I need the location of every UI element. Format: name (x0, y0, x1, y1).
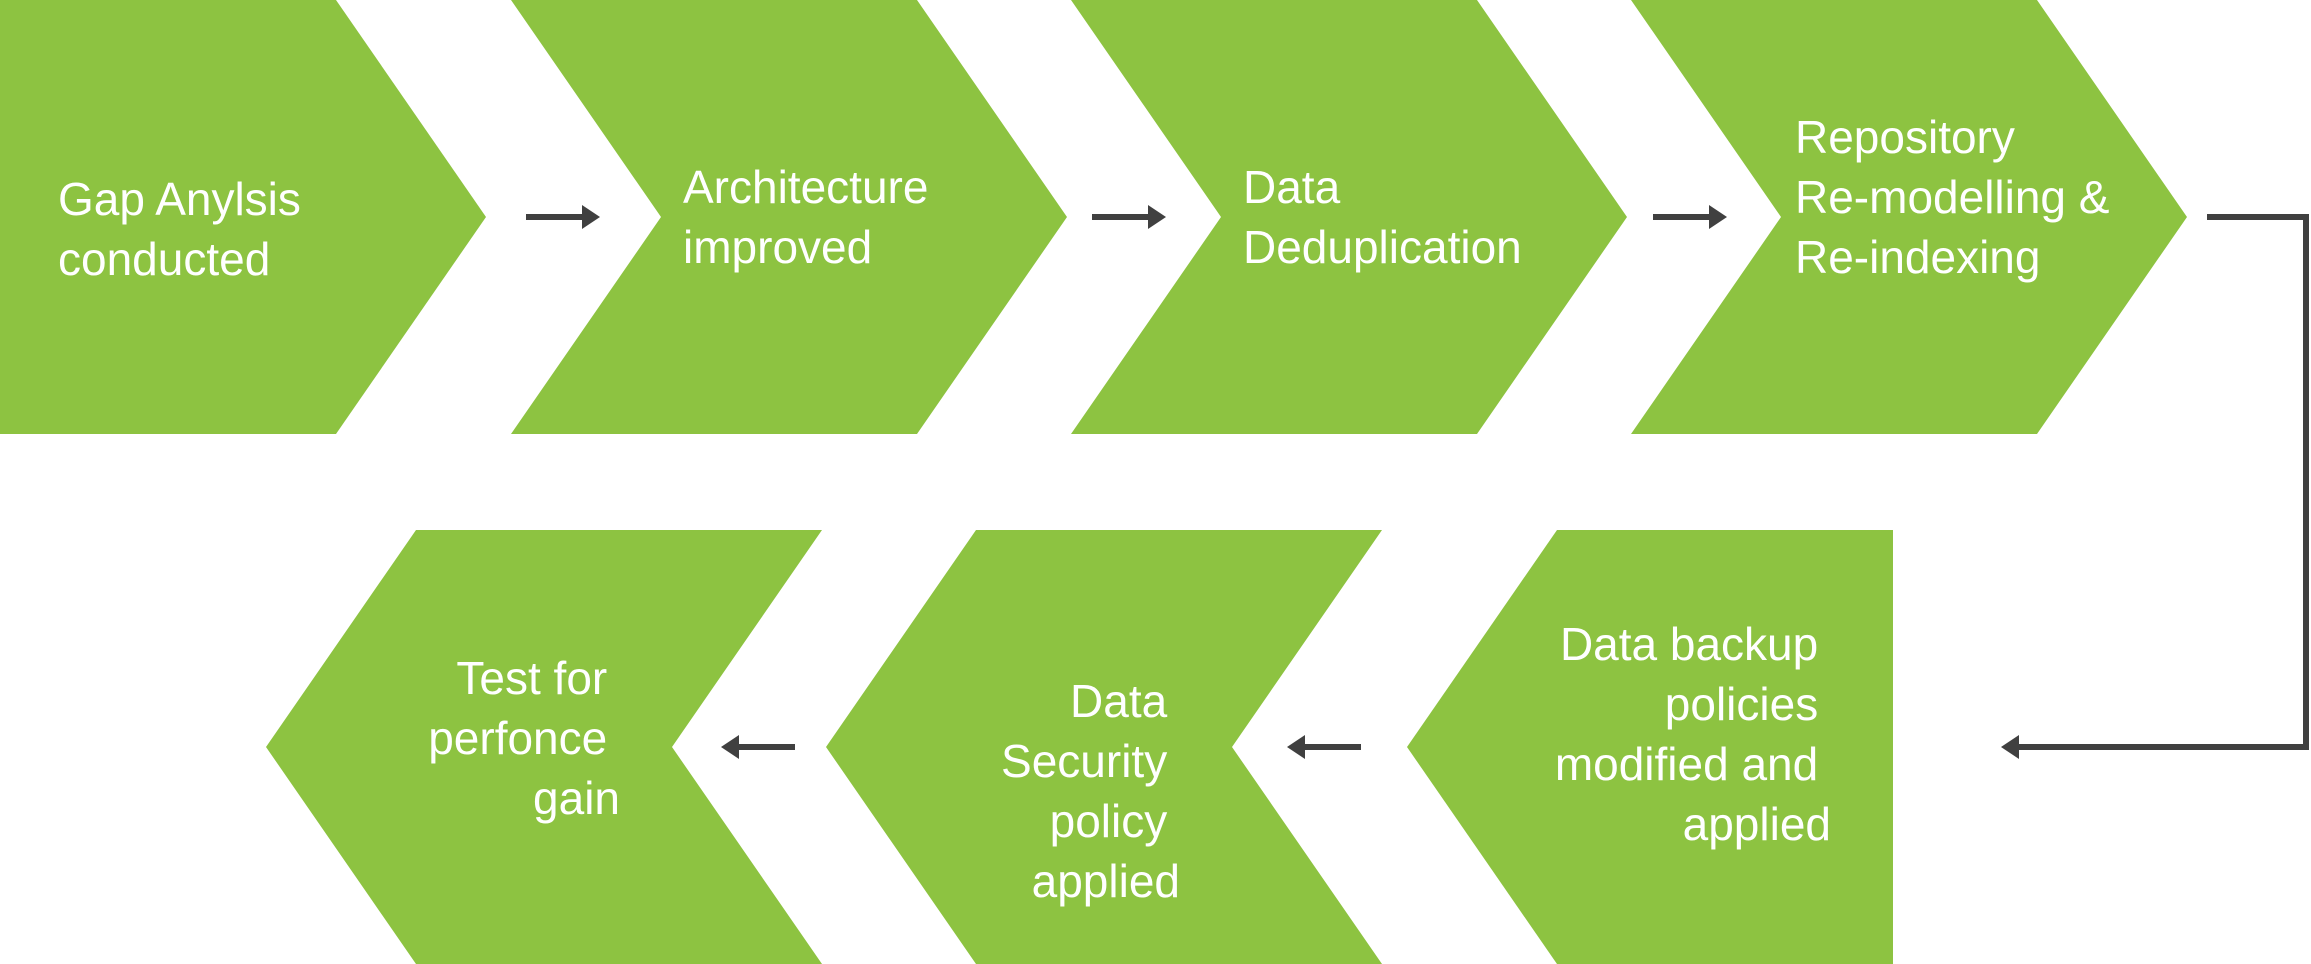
step-5-label-line-3: modified and (1555, 738, 1818, 790)
step-1-label-line-2: conducted (58, 233, 270, 285)
step-2-label: Architecture improved (683, 161, 941, 273)
step-4-label-line-1: Repository (1795, 111, 2015, 163)
step-6-label: Data Security policy applied (1001, 675, 1180, 907)
connector-4-to-5 (2001, 214, 2309, 759)
connector-1-to-2 (526, 205, 600, 229)
step-1-chevron (0, 0, 486, 434)
step-3-deduplication: Data Deduplication (1071, 0, 1627, 434)
step-5-label-line-4: applied (1683, 798, 1831, 850)
step-1-label-line-1: Gap Anylsis (58, 173, 301, 225)
step-3-label: Data Deduplication (1243, 161, 1522, 273)
step-2-architecture: Architecture improved (511, 0, 1067, 434)
connector-6-to-7 (721, 735, 795, 759)
step-3-label-line-1: Data (1243, 161, 1341, 213)
step-4-chevron (1631, 0, 2187, 434)
step-5-label: Data backup policies modified and applie… (1555, 618, 1831, 850)
step-2-chevron (511, 0, 1067, 434)
connector-6-to-7-arrowhead (721, 735, 739, 759)
step-5-chevron (1407, 530, 1893, 964)
step-6-label-line-3: policy (1050, 795, 1168, 847)
step-4-label: Repository Re-modelling & Re-indexing (1795, 111, 2122, 283)
step-1-gap-analysis: Gap Anylsis conducted (0, 0, 486, 434)
step-6-security-policy: Data Security policy applied (826, 530, 1382, 964)
step-7-label-line-1: Test for (456, 652, 607, 704)
step-7-label-line-3: gain (533, 772, 620, 824)
step-4-repository: Repository Re-modelling & Re-indexing (1631, 0, 2187, 434)
step-4-label-line-3: Re-indexing (1795, 231, 2040, 283)
connector-3-to-4 (1653, 205, 1727, 229)
step-2-label-line-2: improved (683, 221, 872, 273)
step-6-label-line-2: Security (1001, 735, 1167, 787)
step-3-label-line-2: Deduplication (1243, 221, 1522, 273)
step-4-label-line-2: Re-modelling & (1795, 171, 2109, 223)
connector-5-to-6 (1287, 735, 1361, 759)
step-7-chevron (266, 530, 822, 964)
connector-5-to-6-arrowhead (1287, 735, 1305, 759)
connector-2-to-3 (1092, 205, 1166, 229)
connector-4-to-5-arrowhead (2001, 735, 2019, 759)
step-7-label: Test for perfonce gain (428, 652, 620, 824)
step-7-performance-test: Test for perfonce gain (266, 530, 822, 964)
step-1-label: Gap Anylsis conducted (58, 173, 314, 285)
connector-3-to-4-arrowhead (1709, 205, 1727, 229)
connector-1-to-2-arrowhead (582, 205, 600, 229)
connector-2-to-3-arrowhead (1148, 205, 1166, 229)
connector-4-to-5-elbow (2017, 214, 2309, 750)
step-5-label-line-1: Data backup (1560, 618, 1818, 670)
step-3-chevron (1071, 0, 1627, 434)
step-5-backup-policies: Data backup policies modified and applie… (1407, 530, 1893, 964)
step-2-label-line-1: Architecture (683, 161, 928, 213)
step-6-chevron (826, 530, 1382, 964)
step-5-label-line-2: policies (1665, 678, 1818, 730)
step-6-label-line-4: applied (1032, 855, 1180, 907)
step-7-label-line-2: perfonce (428, 712, 607, 764)
step-6-label-line-1: Data (1070, 675, 1180, 727)
